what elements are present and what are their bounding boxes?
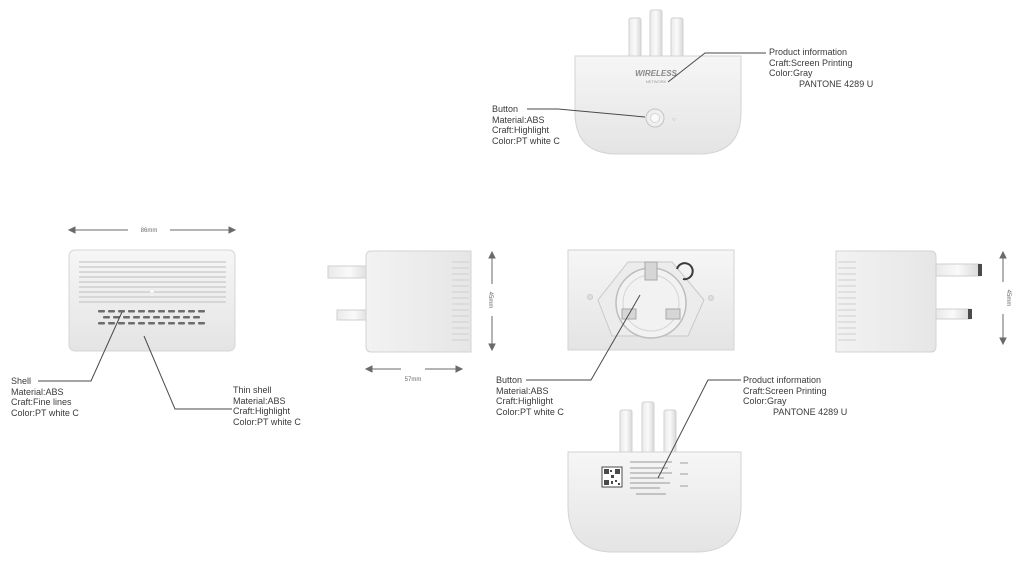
annotation-line: Button <box>492 104 519 114</box>
plug-pin-side-right-upper <box>935 263 981 277</box>
front-view-vents: 86mm <box>67 226 237 352</box>
annotation-line: Material:ABS <box>492 114 545 125</box>
annotation-line: Craft:Fine lines <box>11 397 72 407</box>
back-view <box>567 249 735 351</box>
annotation-line: Material:ABS <box>496 385 549 396</box>
leader-bottom-product-info <box>657 379 741 479</box>
release-button[interactable] <box>676 262 694 281</box>
annotation-line: Material:ABS <box>233 395 286 406</box>
side-ribs-right <box>838 261 856 341</box>
front-logo-subtext: NETWORK <box>646 79 667 84</box>
front-logo: WIRELESS <box>635 69 677 78</box>
annotation-line: Product information <box>769 47 848 57</box>
height-label-right: 45mm <box>1005 290 1011 307</box>
qr-code <box>601 466 623 488</box>
leader-top-product-info <box>667 52 766 83</box>
annotation-line: Craft:Highlight <box>233 406 291 416</box>
annotation-shell: Shell Material:ABS Craft:Fine lines Colo… <box>11 376 79 418</box>
leader-thin-shell <box>143 335 232 410</box>
side-view-right: 45mm <box>835 250 1011 353</box>
height-dimension-right <box>999 250 1007 346</box>
annotation-bottom-button: Button Material:ABS Craft:Highlight Colo… <box>496 375 564 417</box>
annotation-thin-shell: Thin shell Material:ABS Craft:Highlight … <box>233 385 301 427</box>
mount-dot-left <box>587 294 593 300</box>
leader-bottom-button <box>526 294 641 381</box>
rear-view-bottom <box>567 401 742 553</box>
annotation-top-button: Button Material:ABS Craft:Highlight Colo… <box>492 104 560 146</box>
front-view-top: WIRELESS NETWORK ○ <box>574 9 742 155</box>
vent-slots-top <box>79 261 226 303</box>
device-body-side-right <box>835 250 937 353</box>
status-led <box>149 288 155 294</box>
mount-dot-right <box>708 295 714 301</box>
annotation-line: Product information <box>743 375 822 385</box>
annotation-line: Color:Gray <box>743 396 787 406</box>
device-body-side <box>365 250 472 353</box>
annotation-line: Material:ABS <box>11 386 64 397</box>
annotation-line: Shell <box>11 376 32 386</box>
button-marker: ○ <box>672 117 676 123</box>
annotation-line: PANTONE 4289 U <box>773 406 848 417</box>
side-ribs <box>452 261 469 341</box>
wps-button-center <box>650 113 660 123</box>
depth-dimension <box>364 365 464 373</box>
annotation-line: Button <box>496 375 523 385</box>
annotation-line: Craft:Highlight <box>492 125 550 135</box>
leader-shell <box>38 311 123 382</box>
annotation-top-product-info: Product information Craft:Screen Printin… <box>769 47 873 89</box>
plug-pin-bottom-center <box>641 401 655 457</box>
annotation-line: Color:PT white C <box>233 416 301 427</box>
device-body-rear <box>567 451 742 553</box>
neutral-pin <box>665 308 681 320</box>
device-body-front <box>574 55 742 155</box>
annotation-line: Color:PT white C <box>496 406 564 417</box>
annotation-line: Craft:Screen Printing <box>769 57 853 68</box>
leader-top-button <box>527 108 646 118</box>
depth-label: 57mm <box>405 377 422 383</box>
annotation-line: Thin shell <box>233 385 272 395</box>
annotation-line: Craft:Screen Printing <box>743 385 827 396</box>
annotation-line: Color:Gray <box>769 68 813 78</box>
width-label: 86mm <box>141 228 158 234</box>
device-body-vents <box>68 249 236 352</box>
leader-lines <box>38 52 766 479</box>
height-label-side: 45mm <box>487 292 493 309</box>
plug-pin-side-right-tip <box>978 264 982 276</box>
annotation-line: Color:PT white C <box>492 135 560 146</box>
plug-pin-bottom-right <box>663 409 677 457</box>
annotation-line: Color:PT white C <box>11 407 79 418</box>
plug-pin-side-right-lower-tip <box>968 309 972 319</box>
annotation-bottom-product-info: Product information Craft:Screen Printin… <box>743 375 847 417</box>
height-dimension-side <box>488 250 496 352</box>
annotation-line: PANTONE 4289 U <box>799 78 874 89</box>
width-dimension <box>67 226 237 234</box>
plug-pin-side-right-lower <box>935 308 971 320</box>
annotation-line: Craft:Highlight <box>496 396 554 406</box>
side-view-left: 57mm 45mm <box>327 250 496 383</box>
cert-marks <box>680 462 688 487</box>
label-text-block <box>630 461 672 495</box>
vent-holes <box>98 310 205 325</box>
plug-pin-side-upper <box>327 265 372 279</box>
plug-pin-bottom-left <box>619 409 633 457</box>
earth-pin <box>644 261 658 281</box>
